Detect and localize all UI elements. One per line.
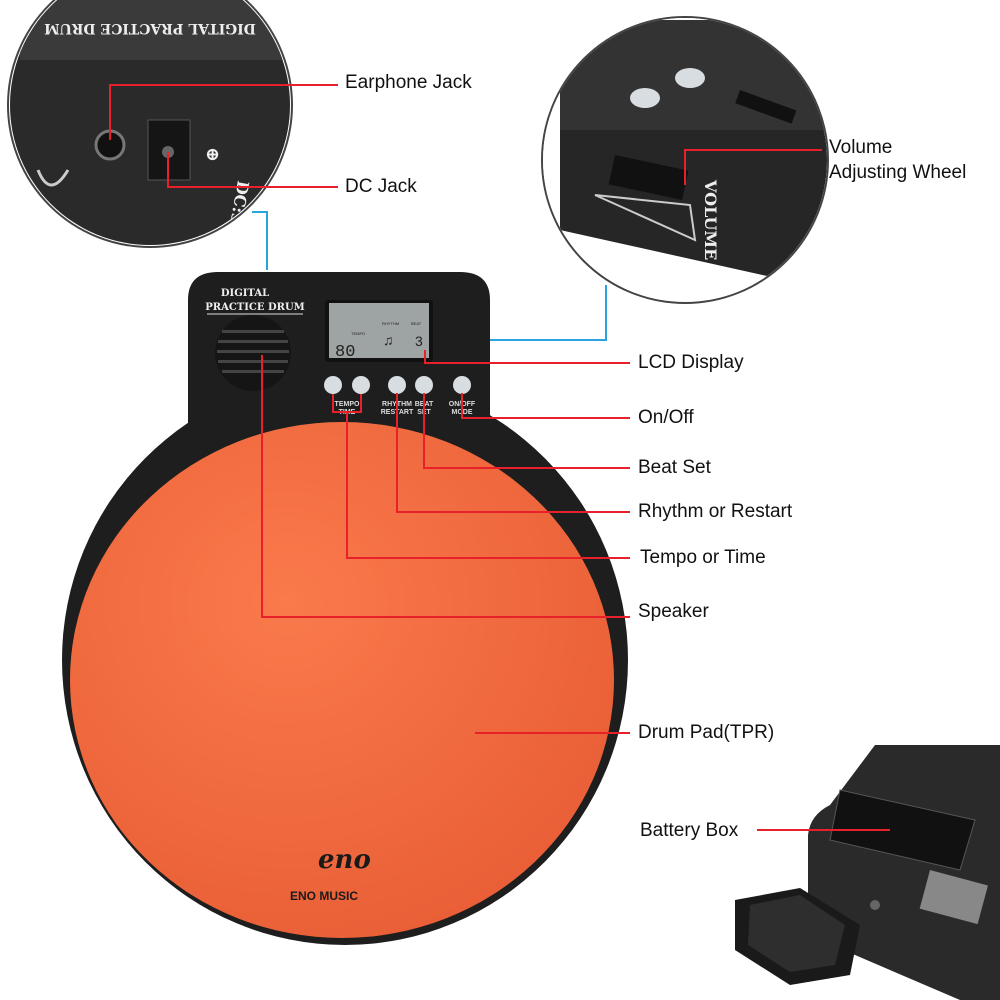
label-volume-line2: Adjusting Wheel <box>829 162 967 183</box>
note-icon: ♫ <box>383 332 394 348</box>
drum-pad-surface <box>70 422 614 938</box>
label-drum-pad: Drum Pad(TPR) <box>638 722 775 743</box>
svg-text:⊕: ⊕ <box>205 144 220 165</box>
battery-box-photo <box>735 745 1000 1000</box>
callout-lines <box>109 84 890 831</box>
device-title-line2: PRACTICE DRUM <box>205 302 305 313</box>
on-off-button[interactable] <box>453 376 471 394</box>
label-tempo-time: Tempo or Time <box>640 547 766 568</box>
label-earphone-jack: Earphone Jack <box>345 72 472 93</box>
brand-logo: eno <box>318 845 371 875</box>
inset-jacks: DIGITAL PRACTICE DRUM DC:9V ⊕ <box>7 0 293 248</box>
lcd-beat-label: BEAT <box>411 321 422 326</box>
speaker-grille <box>215 315 291 391</box>
volume-wheel <box>608 154 689 200</box>
lcd-display: TEMPO 80 RHYTHM ♫ BEAT 3 <box>325 300 433 362</box>
device-title-line1: DIGITAL <box>221 288 269 299</box>
tempo-down-button[interactable] <box>352 376 370 394</box>
label-speaker: Speaker <box>638 601 709 622</box>
label-volume-line1: Volume <box>829 137 893 158</box>
inset-title-text: DIGITAL PRACTICE DRUM <box>44 20 256 36</box>
lcd-beat-value: 3 <box>415 333 423 349</box>
lcd-rhythm-label: RHYTHM <box>382 321 399 326</box>
drum-pad-device: DIGITAL PRACTICE DRUM TEMPO 80 RHYTHM ♫ … <box>62 272 628 945</box>
label-lcd-display: LCD Display <box>638 352 744 373</box>
label-on-off: On/Off <box>638 407 694 428</box>
beat-set-button[interactable] <box>415 376 433 394</box>
label-beat-set: Beat Set <box>638 457 711 478</box>
headphone-icon <box>36 169 70 187</box>
label-rhythm-restart: Rhythm or Restart <box>638 501 793 522</box>
inset-volume-text: VOLUME <box>701 179 720 260</box>
lcd-tempo-label: TEMPO <box>351 331 365 336</box>
label-battery-box: Battery Box <box>640 820 739 841</box>
label-dc-jack: DC Jack <box>345 176 417 197</box>
brand-name: ENO MUSIC <box>290 889 358 903</box>
inset-volume: VOLUME <box>541 16 829 304</box>
tempo-up-button[interactable] <box>324 376 342 394</box>
connector-lines <box>252 211 607 341</box>
btn-label: TEMPO <box>335 401 360 408</box>
rhythm-restart-button[interactable] <box>388 376 406 394</box>
lcd-tempo-value: 80 <box>335 343 355 362</box>
